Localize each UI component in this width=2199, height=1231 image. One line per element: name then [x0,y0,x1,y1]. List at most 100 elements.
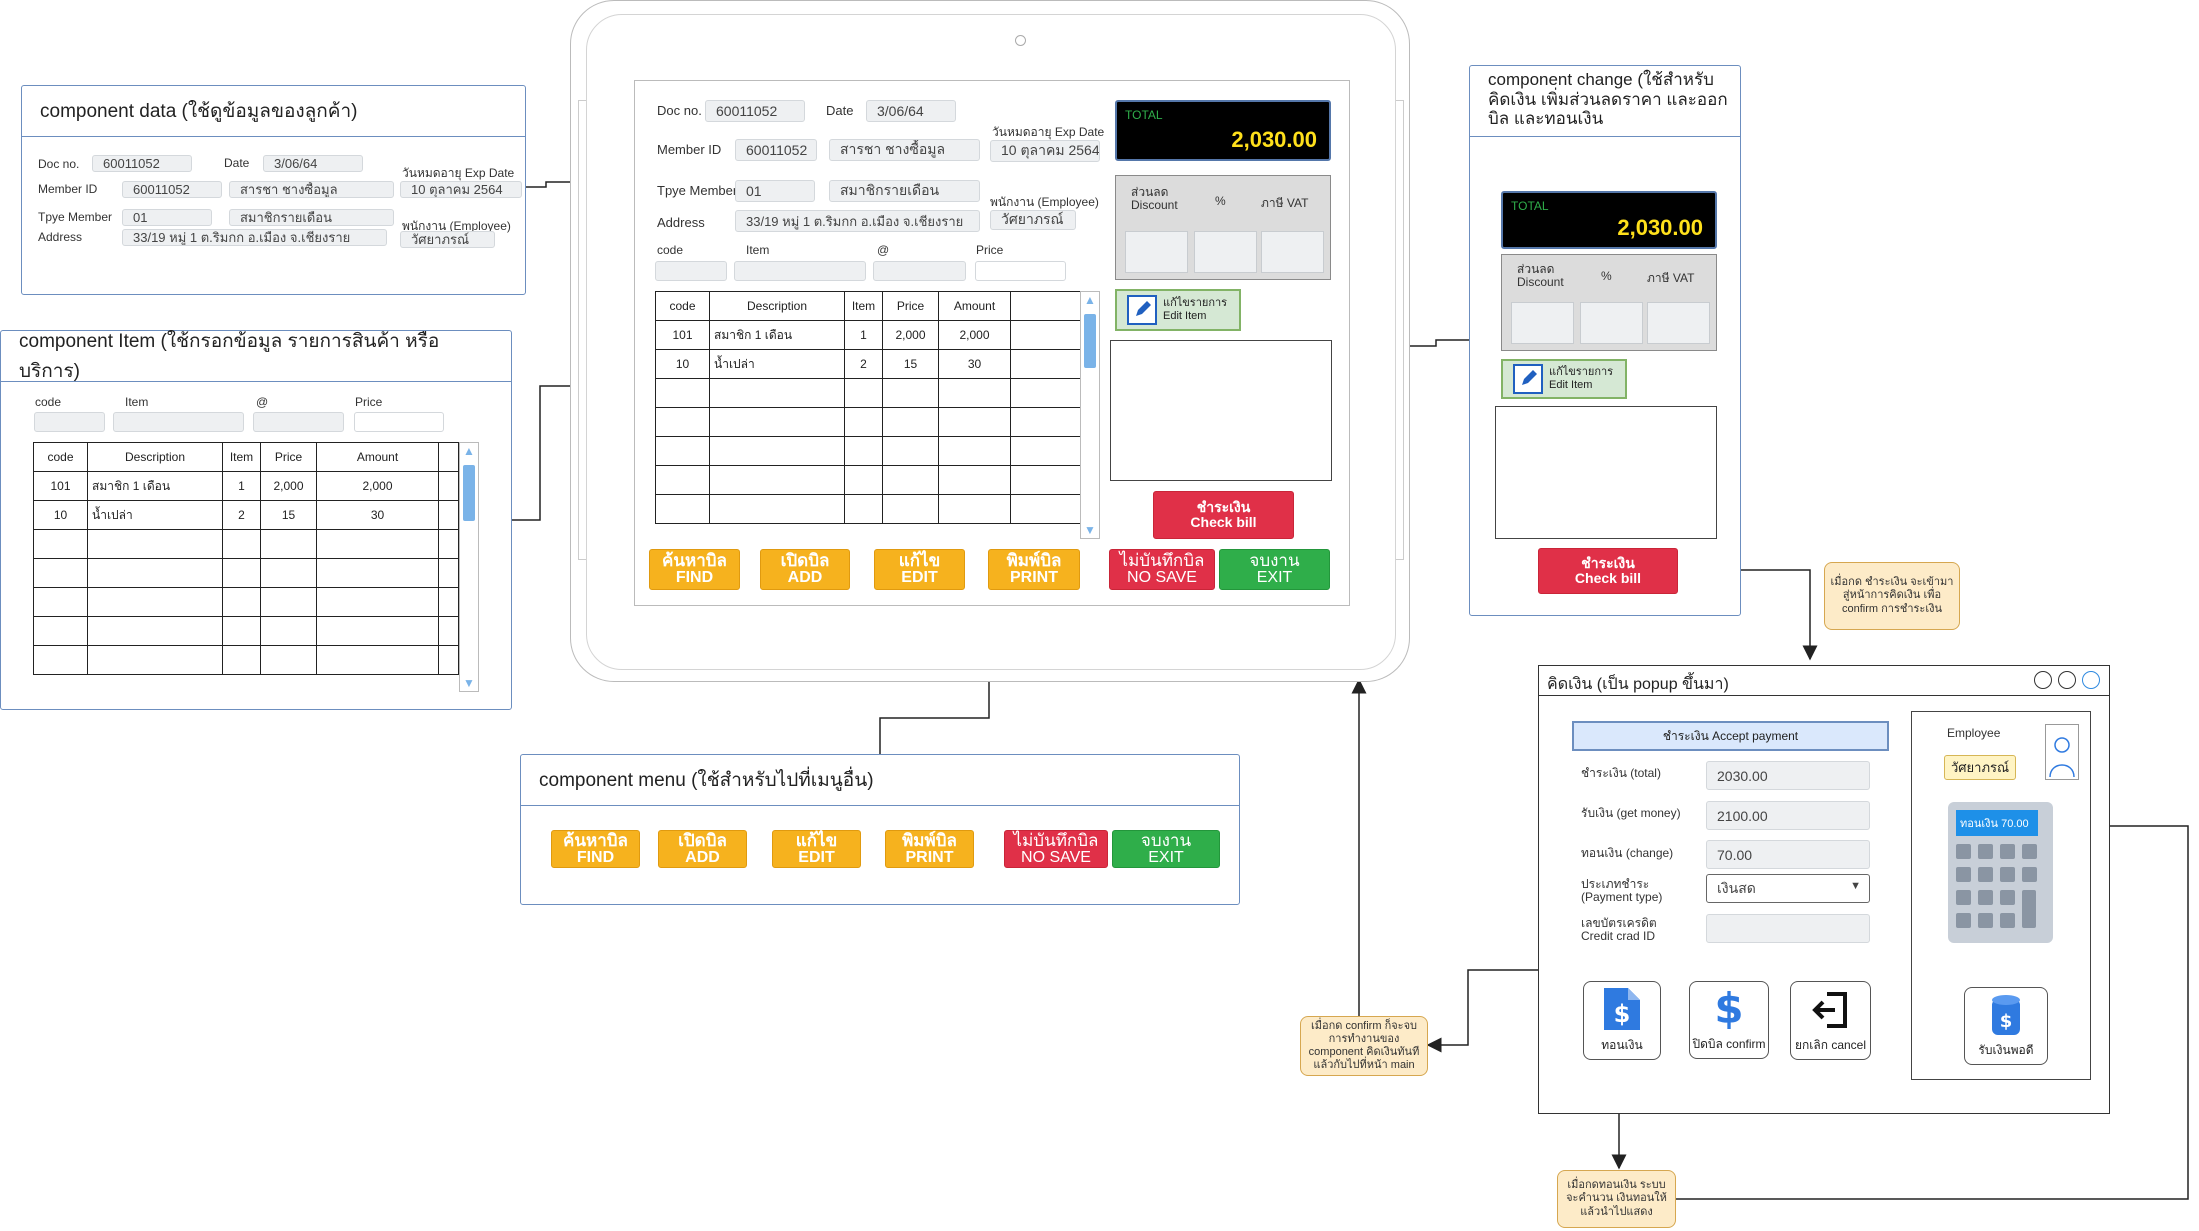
table-cell [938,494,1011,524]
item-table-scrollbar[interactable]: ▲ ▼ [1080,291,1100,539]
cd-member-label: Member ID [38,182,98,196]
cc-edit-icon [1513,364,1543,394]
table-row[interactable] [33,645,459,675]
calculator-key [1978,844,1993,859]
window-close-icon[interactable] [2082,671,2100,689]
doc-no-field[interactable]: 60011052 [705,100,805,122]
table-cell [87,529,223,559]
table-cell [438,616,459,646]
edit-item-en: Edit Item [1163,310,1207,322]
receive-exact-tile[interactable]: $ รับเงินพอดี [1964,987,2048,1065]
member-type-name-field[interactable]: สมาชิกรายเดือน [829,180,980,202]
table-row[interactable] [655,407,1081,437]
table-row[interactable] [33,587,459,617]
table-cell [1010,378,1081,408]
vat-input[interactable] [1261,231,1324,273]
address-field[interactable]: 33/19 หมู่ 1 ต.ริมกก อ.เมือง จ.เชียงราย [735,210,980,232]
calculator-key [2022,844,2037,859]
confirm-tile[interactable]: $ ปิดบิล confirm [1689,981,1769,1059]
cd-type-name: สมาชิกรายเดือน [229,209,394,226]
table-row[interactable] [33,529,459,559]
table-cell [260,529,317,559]
table-cell [655,407,710,437]
scroll-up-icon[interactable]: ▲ [1084,293,1096,307]
at-input[interactable] [873,261,966,281]
table-row[interactable] [33,616,459,646]
member-type-code-field[interactable]: 01 [735,180,815,202]
ci-price-input [354,412,444,432]
percent-label: % [1215,194,1226,208]
table-row[interactable] [655,436,1081,466]
popup-total-field[interactable]: 2030.00 [1706,761,1870,790]
popup-get-money-label: รับเงิน (get money) [1581,806,1681,820]
window-button-icon[interactable] [2034,671,2052,689]
scroll-down-icon[interactable]: ▼ [1084,523,1096,537]
table-cell: น้ำเปล่า [87,500,223,530]
edit-item-th: แก้ไขรายการ [1163,297,1228,310]
table-cell [882,378,939,408]
paytype-select[interactable]: เงินสด ▼ [1706,874,1870,903]
table-cell [655,465,710,495]
code-input[interactable] [655,261,727,281]
cc-total-display: TOTAL 2,030.00 [1501,191,1717,249]
table-row[interactable] [33,558,459,588]
accept-payment-button[interactable]: ชำระเงิน Accept payment [1572,721,1889,751]
column-header: code [33,442,88,472]
table-cell [1010,407,1081,437]
svg-text:$: $ [1714,985,1743,1031]
employee-field[interactable]: วัศยาภรณ์ [990,210,1076,230]
table-cell [1010,349,1081,379]
table-row[interactable] [655,465,1081,495]
popup-paytype-label: ประเภทชำระ(Payment type) [1581,877,1663,905]
at-input-label: @ [877,243,890,257]
popup-title: คิดเงิน (เป็น popup ขึ้นมา) [1547,676,1729,693]
member-name-field[interactable]: สารชา ชางซื้อมูล [829,139,980,161]
table-cell [438,558,459,588]
table-cell [87,616,223,646]
cd-exp-date: 10 ตุลาคม 2564 [400,181,522,198]
calculator-key [2000,890,2015,905]
exp-date-field[interactable]: 10 ตุลาคม 2564 [990,140,1100,162]
table-row[interactable] [655,378,1081,408]
employee-panel: Employee วัศยาภรณ์ ทอนเงิน 70.00 $ รับเง… [1911,711,2091,1080]
member-id-field[interactable]: 60011052 [735,139,817,161]
table-cell: 2 [222,500,261,530]
column-header: Amount [938,291,1011,321]
popup-change-field[interactable]: 70.00 [1706,840,1870,869]
component-item-panel: component Item (ใช้กรอกข้อมูล รายการสินค… [0,330,512,710]
table-cell: 2,000 [316,471,439,501]
item-input[interactable] [734,261,866,281]
table-cell [260,558,317,588]
cancel-tile[interactable]: ยกเลิก cancel [1790,981,1871,1060]
total-value: 2,030.00 [1231,127,1317,152]
table-row[interactable] [655,494,1081,524]
table-cell: สมาชิก 1 เดือน [709,320,845,350]
window-button-icon[interactable] [2058,671,2076,689]
table-cell: 10 [33,500,88,530]
credit-card-field[interactable] [1706,914,1870,943]
price-input[interactable] [975,261,1066,281]
percent-input[interactable] [1194,231,1257,273]
change-tile[interactable]: $ ทอนเงิน [1583,981,1661,1060]
popup-get-money-field[interactable]: 2100.00 [1706,801,1870,830]
date-field[interactable]: 3/06/64 [866,100,956,122]
discount-input[interactable] [1125,231,1188,273]
